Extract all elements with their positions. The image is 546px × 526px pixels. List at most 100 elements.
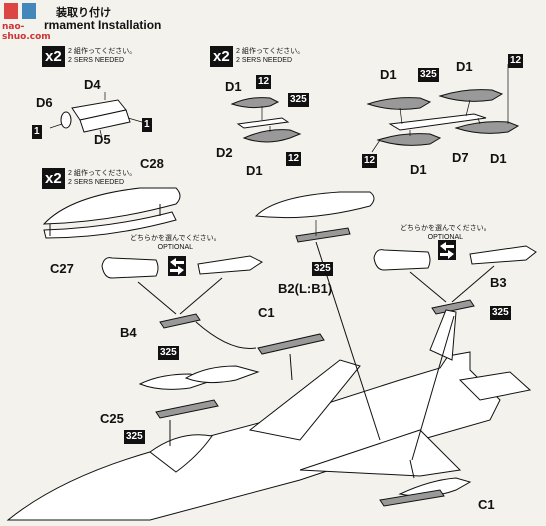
multiplier-badge-3: x2 <box>42 168 65 189</box>
note-en-2: 2 SERS NEEDED <box>236 57 293 64</box>
watermark-text: nao-shuo.com <box>2 22 51 42</box>
part-number-12-left: 12 <box>362 154 378 168</box>
multiplier-badge-1: x2 <box>42 46 65 67</box>
optional-jp-right: どちらかを選んでください。 <box>400 225 491 232</box>
part-number-1-right: 1 <box>142 118 152 132</box>
right-optional-drawing <box>373 245 537 315</box>
group4-drawing <box>42 187 181 239</box>
part-d1-b <box>438 89 504 102</box>
part-d7 <box>388 113 487 131</box>
arrow-shape <box>170 258 184 267</box>
page-title-en: rmament Installation <box>44 18 162 32</box>
leader <box>465 99 471 117</box>
part-label-c1-top: C1 <box>258 305 275 320</box>
optional-icon-right <box>438 240 456 260</box>
part-number-12-right: 12 <box>508 54 524 68</box>
part-d1-top <box>230 97 280 109</box>
optional-rack-right <box>469 245 537 265</box>
arrow-right-a <box>409 271 447 303</box>
arrow-shape <box>170 266 184 275</box>
optional-en-left: OPTIONAL <box>157 244 194 251</box>
swap-arrows-icon <box>170 258 184 275</box>
note-jp-1: 2 組作ってください。 <box>68 48 137 55</box>
leader <box>99 129 103 139</box>
watermark-graphic <box>4 3 36 19</box>
part-label-d1-a: D1 <box>380 67 397 82</box>
left-optional-drawing <box>101 255 263 349</box>
optional-note-left: どちらかを選んでください。 OPTIONAL <box>130 234 221 252</box>
part-label-d1-bottom: D1 <box>246 163 263 178</box>
optional-rack-left <box>197 255 263 275</box>
leader-b4 <box>195 321 257 349</box>
leader <box>371 139 381 153</box>
part-label-d7: D7 <box>452 150 469 165</box>
part-d6 <box>60 111 72 129</box>
part-label-d1-d: D1 <box>490 151 507 166</box>
watermark-mark-b <box>22 3 36 19</box>
part-d1-c <box>376 133 442 146</box>
part-label-b2: B2(L:B1) <box>278 281 333 296</box>
part-d1-bot <box>242 129 302 143</box>
part-label-d1-b: D1 <box>456 59 473 74</box>
part-label-d6: D6 <box>36 95 53 110</box>
part-c1-rail-top <box>257 333 325 355</box>
leader <box>399 107 403 125</box>
part-label-d2: D2 <box>216 145 233 160</box>
assembly-note-2: 2 組作ってください。 2 SERS NEEDED <box>236 47 304 65</box>
note-en-1: 2 SERS NEEDED <box>68 57 125 64</box>
part-label-d5: D5 <box>94 132 111 147</box>
part-label-b3: B3 <box>490 275 507 290</box>
arrow-right-b <box>451 265 495 303</box>
leader <box>127 117 143 123</box>
note-en-3: 2 SERS NEEDED <box>68 179 125 186</box>
part-number-325-b4: 325 <box>158 346 179 360</box>
part-label-b4: B4 <box>120 325 137 340</box>
part-label-c27: C27 <box>50 261 74 276</box>
leader <box>49 123 63 129</box>
part-label-d4: D4 <box>84 77 101 92</box>
part-c1-rail-bottom <box>379 489 445 507</box>
part-number-325-group2: 325 <box>288 93 309 107</box>
part-d2 <box>236 117 290 129</box>
assembly-note-1: 2 組作ってください。 2 SERS NEEDED <box>68 47 136 65</box>
part-number-325-b3: 325 <box>490 306 511 320</box>
leader <box>289 353 293 381</box>
part-number-1-left: 1 <box>32 125 42 139</box>
center-drop-tank <box>254 191 375 219</box>
part-number-12-top: 12 <box>256 75 272 89</box>
part-b4-pylon <box>159 313 201 329</box>
part-d1-d <box>454 121 520 134</box>
part-c27-tank <box>43 211 177 239</box>
watermark-mark-a <box>4 3 18 19</box>
watermark-logo: nao-shuo.com <box>0 0 60 42</box>
part-number-325-c25: 325 <box>124 430 145 444</box>
assembly-note-3: 2 組作ってください。 2 SERS NEEDED <box>68 169 136 187</box>
page-header: nao-shuo.com 装取り付け rmament Installation <box>0 0 546 42</box>
part-label-d1-top: D1 <box>225 79 242 94</box>
arrow-left-b <box>179 277 223 315</box>
optional-en-right: OPTIONAL <box>427 234 464 241</box>
part-c25-rail <box>155 399 219 419</box>
group2-drawing <box>230 97 302 143</box>
group1-drawing <box>49 92 143 139</box>
swap-arrows-icon <box>440 242 454 259</box>
part-number-12-bottom: 12 <box>286 152 302 166</box>
leader <box>409 459 415 479</box>
aircraft-fuselage <box>6 351 501 521</box>
part-label-c1-bottom: C1 <box>478 497 495 512</box>
aircraft-wing-left <box>248 359 361 441</box>
aircraft-drawing <box>6 241 532 521</box>
aircraft-wing-right <box>299 429 462 477</box>
part-d1-a <box>366 97 432 110</box>
optional-pod-right <box>373 249 431 271</box>
missile-left-b <box>184 365 260 384</box>
part-d5 <box>79 109 131 133</box>
leader <box>477 117 481 125</box>
optional-note-right: どちらかを選んでください。 OPTIONAL <box>400 224 491 242</box>
part-label-c25: C25 <box>100 411 124 426</box>
part-number-325-b2: 325 <box>312 262 333 276</box>
part-number-325-group3: 325 <box>418 68 439 82</box>
note-jp-3: 2 組作ってください。 <box>68 170 137 177</box>
part-c28-tank <box>42 187 181 225</box>
